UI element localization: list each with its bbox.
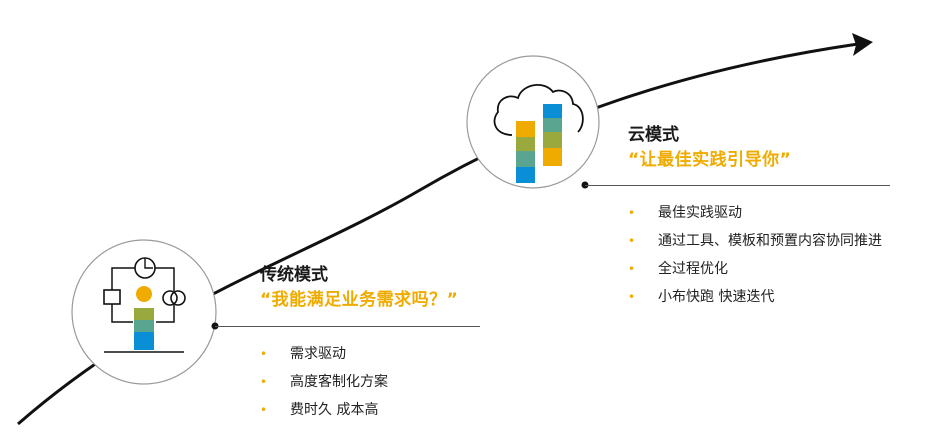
curve-arrowhead [852,33,873,56]
cloud-with-building-blocks-icon [493,84,584,183]
bullet-dot-icon: • [628,290,636,304]
bullet-dot-icon: • [628,234,636,248]
list-item: •全过程优化 [628,255,882,283]
traditional-slogan: “我能满足业务需求吗？” [260,290,459,310]
bullet-dot-icon: • [260,375,268,389]
traditional-heading: 传统模式 “我能满足业务需求吗？” [260,264,458,312]
bullet-dot-icon: • [628,206,636,220]
cloud-title: 云模式 [628,125,679,145]
traditional-divider [215,326,480,327]
traditional-title: 传统模式 [260,265,328,285]
cloud-divider [585,185,890,186]
list-item: •最佳实践驱动 [628,199,882,227]
list-item: •需求驱动 [260,340,388,368]
list-item: •小布快跑 快速迭代 [628,283,882,311]
traditional-bullet-list: •需求驱动 •高度客制化方案 •费时久 成本高 [260,340,388,424]
cloud-slogan: “让最佳实践引导你” [628,150,792,170]
list-item: •费时久 成本高 [260,396,388,424]
person-with-process-diagram-icon [103,257,186,353]
list-item: •通过工具、模板和预置内容协同推进 [628,227,882,255]
cloud-heading: 云模式 “让最佳实践引导你” [628,124,791,172]
bullet-dot-icon: • [260,347,268,361]
cloud-bullet-list: •最佳实践驱动 •通过工具、模板和预置内容协同推进 •全过程优化 •小布快跑 快… [628,199,882,311]
list-item: •高度客制化方案 [260,368,388,396]
bullet-dot-icon: • [260,403,268,417]
bullet-dot-icon: • [628,262,636,276]
